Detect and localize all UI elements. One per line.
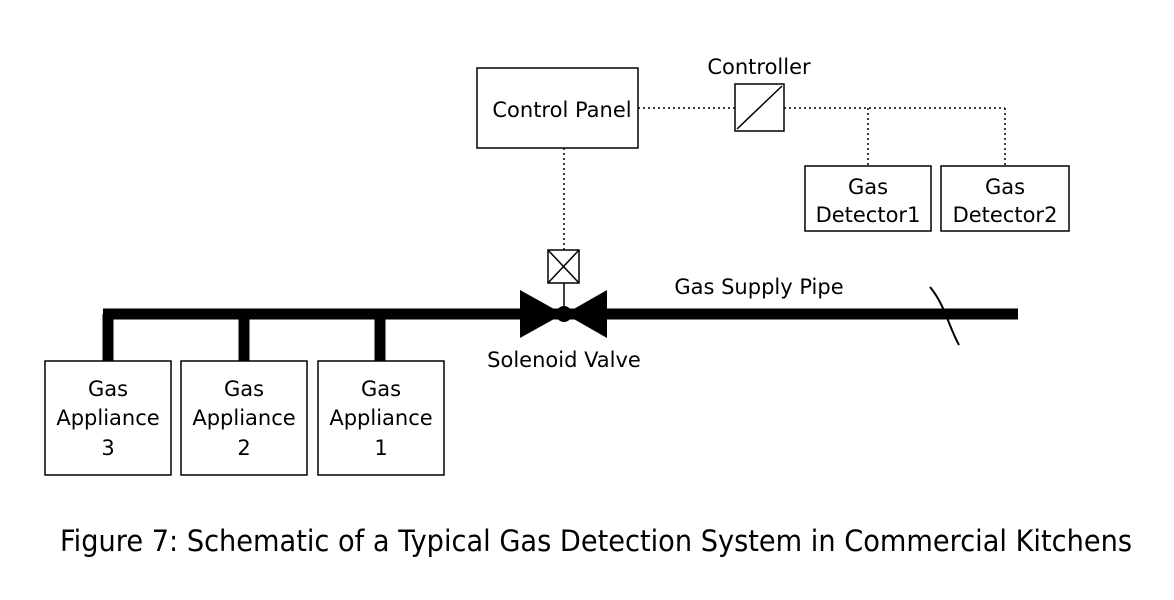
gas-appliance-2-line3: 2 (237, 436, 250, 460)
gas-appliance-2-line2: Appliance (192, 406, 295, 430)
control-panel-label: Control Panel (492, 98, 631, 122)
gas-detector-1: Gas Detector1 (804, 165, 932, 232)
gas-appliance-1-line1: Gas (361, 377, 401, 401)
controller: Controller (707, 55, 811, 132)
gas-appliance-3: Gas Appliance 3 (44, 360, 172, 476)
gas-detector-1-line2: Detector1 (816, 203, 921, 227)
signal-wiring (563, 107, 1006, 250)
gas-detector-1-box (804, 165, 932, 232)
gas-appliance-2-box (180, 360, 308, 476)
solenoid-valve-label: Solenoid Valve (487, 348, 641, 372)
gas-detector-2-box (940, 165, 1070, 232)
gas-appliance-1: Gas Appliance 1 (317, 360, 445, 476)
gas-supply-pipe-label: Gas Supply Pipe (674, 275, 843, 299)
gas-appliance-3-box (44, 360, 172, 476)
gas-detector-2: Gas Detector2 (940, 165, 1070, 232)
gas-appliance-2-line1: Gas (224, 377, 264, 401)
gas-appliance-1-line2: Appliance (329, 406, 432, 430)
pipe-break-mark (929, 286, 960, 346)
valve-right-wedge-icon (565, 290, 607, 338)
solenoid-valve: Solenoid Valve (487, 249, 641, 372)
gas-appliance-3-line1: Gas (88, 377, 128, 401)
gas-appliance-3-line3: 3 (101, 436, 114, 460)
valve-center-icon (556, 306, 572, 322)
gas-appliance-2: Gas Appliance 2 (180, 360, 308, 476)
control-panel-box (476, 67, 639, 149)
valve-left-wedge-icon (520, 290, 563, 338)
gas-appliance-1-line3: 1 (374, 436, 387, 460)
controller-label: Controller (707, 55, 811, 79)
gas-appliance-3-line2: Appliance (56, 406, 159, 430)
control-panel: Control Panel (476, 67, 639, 149)
controller-diagonal-icon (736, 85, 783, 130)
figure-caption: Figure 7: Schematic of a Typical Gas Det… (60, 524, 1132, 558)
gas-detector-1-line1: Gas (848, 175, 888, 199)
solenoid-actuator-cross-b (547, 249, 580, 284)
gas-detector-2-line1: Gas (985, 175, 1025, 199)
gas-detector-2-line2: Detector2 (953, 203, 1058, 227)
gas-appliance-1-box (317, 360, 445, 476)
